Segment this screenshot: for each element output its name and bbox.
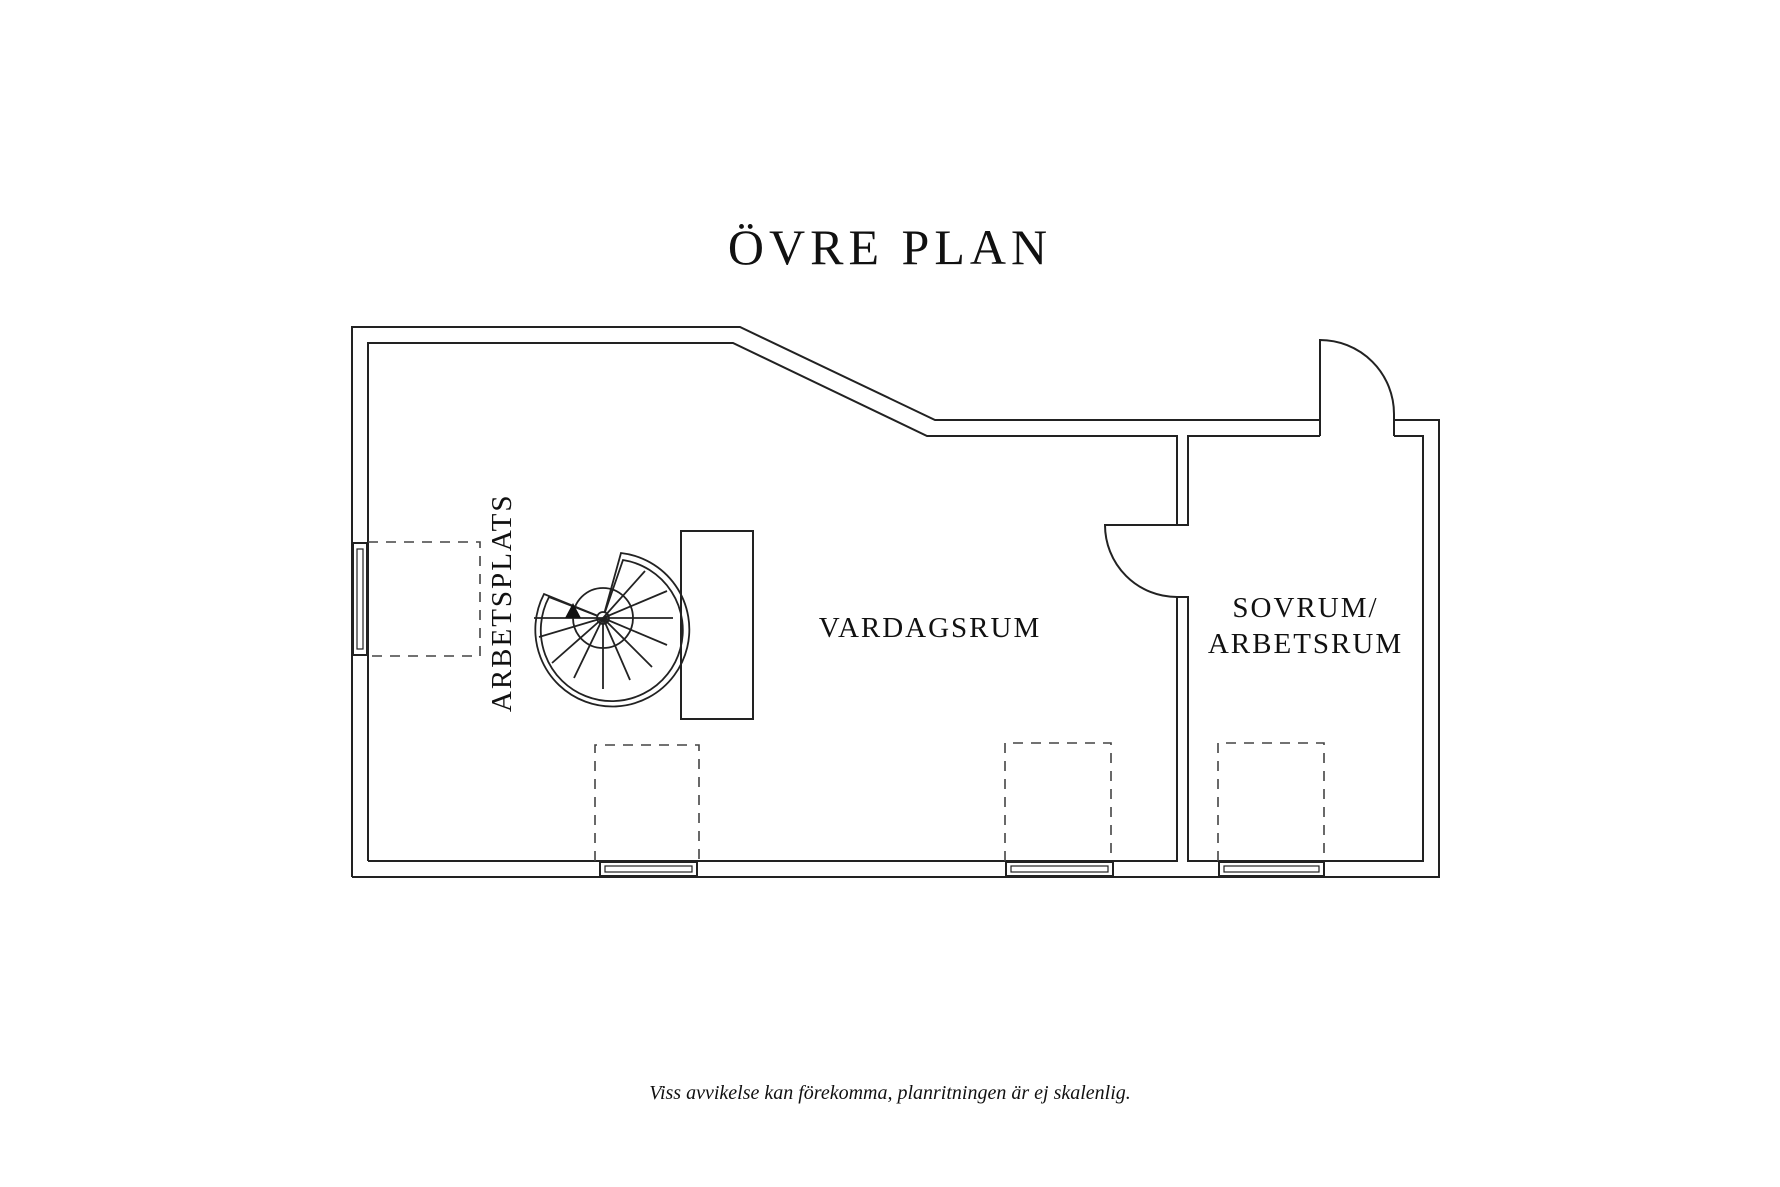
spiral-staircase — [534, 552, 691, 708]
room-label-arbetsplats: ARBETSPLATS — [485, 493, 518, 713]
outer-wall — [351, 326, 1440, 878]
interior-door — [1103, 524, 1178, 598]
disclaimer-footnote: Viss avvikelse kan förekomma, planritnin… — [649, 1082, 1131, 1104]
window-left — [352, 542, 368, 656]
window-bottom-2 — [1005, 861, 1114, 877]
room-label-sovrum: SOVRUM/ ARBETSRUM — [1188, 590, 1423, 663]
window-bottom-1 — [599, 861, 698, 877]
kitchen-island — [680, 530, 754, 720]
room-label-sovrum-line1: SOVRUM/ — [1232, 592, 1379, 624]
plan-title: ÖVRE PLAN — [727, 219, 1053, 275]
window-bottom-3 — [1218, 861, 1325, 877]
window-zone-2 — [1004, 742, 1112, 861]
exterior-door — [1319, 338, 1395, 436]
window-zone-1 — [594, 744, 700, 861]
room-label-vardagsrum: VARDAGSRUM — [818, 612, 1042, 644]
window-zone-3 — [1217, 742, 1325, 861]
room-label-sovrum-line2: ARBETSRUM — [1207, 628, 1404, 661]
stair-direction-arrow-icon — [565, 603, 581, 618]
desk-zone — [368, 541, 481, 657]
